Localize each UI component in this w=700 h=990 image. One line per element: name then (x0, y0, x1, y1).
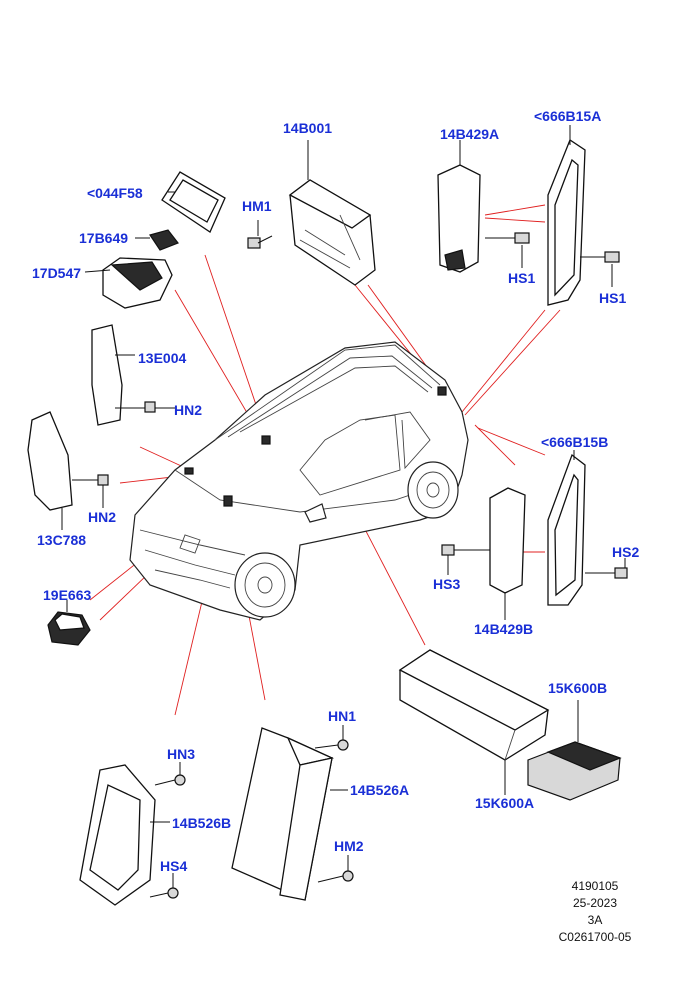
reference-code: C0261700-05 (558, 930, 632, 944)
callout-HN2-upper[interactable]: HN2 (174, 402, 203, 418)
callout-13C788[interactable]: 13C788 (37, 532, 87, 548)
callout-17D547[interactable]: 17D547 (32, 265, 82, 281)
callout-HS1-right[interactable]: HS1 (599, 290, 627, 306)
reference-date: 25-2023 (572, 896, 618, 910)
callout-19E663[interactable]: 19E663 (43, 587, 92, 603)
part-14B429A (437, 140, 481, 273)
callout-14B526B[interactable]: 14B526B (172, 815, 232, 831)
callout-15K600A[interactable]: 15K600A (475, 795, 535, 811)
callout-15K600B[interactable]: 15K600B (548, 680, 608, 696)
part-13E004 (91, 324, 175, 426)
part-17D547 (84, 257, 173, 309)
part-15K600B (527, 700, 622, 801)
vehicle-illustration (129, 341, 469, 621)
callout-HS4[interactable]: HS4 (160, 858, 188, 874)
callout-HN2-lower[interactable]: HN2 (88, 509, 117, 525)
callout-17B649[interactable]: 17B649 (79, 230, 129, 246)
callout-HM2[interactable]: HM2 (334, 838, 364, 854)
callout-14B526A[interactable]: 14B526A (350, 782, 410, 798)
callout-666B15B[interactable]: <666B15B (541, 434, 609, 450)
part-15K600A (398, 649, 550, 795)
callout-14B429A[interactable]: 14B429A (440, 126, 500, 142)
callout-HM1[interactable]: HM1 (242, 198, 272, 214)
part-HM1 (247, 220, 273, 249)
part-17B649 (135, 229, 179, 251)
part-14B429B (441, 487, 526, 620)
part-044F58 (161, 171, 226, 233)
part-666B15A (547, 125, 586, 306)
callout-14B001[interactable]: 14B001 (283, 120, 333, 136)
part-13C788 (27, 411, 109, 530)
part-14B526B (79, 762, 186, 906)
callout-044F58[interactable]: <044F58 (87, 185, 143, 201)
part-14B001 (288, 140, 376, 286)
callout-HS2[interactable]: HS2 (612, 544, 640, 560)
callout-14B429B[interactable]: 14B429B (474, 621, 534, 637)
part-19E663 (47, 600, 91, 646)
diagram-reference: 4190105 25-2023 3A C0261700-05 (550, 878, 640, 946)
callout-666B15A[interactable]: <666B15A (534, 108, 602, 124)
callout-HS1-left[interactable]: HS1 (508, 270, 536, 286)
callout-HN1[interactable]: HN1 (328, 708, 357, 724)
part-14B526A (231, 725, 354, 901)
callout-HS3[interactable]: HS3 (433, 576, 461, 592)
part-666B15B (547, 450, 628, 606)
reference-number: 4190105 (571, 879, 619, 893)
callout-13E004[interactable]: 13E004 (138, 350, 187, 366)
part-HS1-screws (485, 232, 620, 287)
reference-revision: 3A (587, 913, 603, 927)
callout-HN3[interactable]: HN3 (167, 746, 196, 762)
